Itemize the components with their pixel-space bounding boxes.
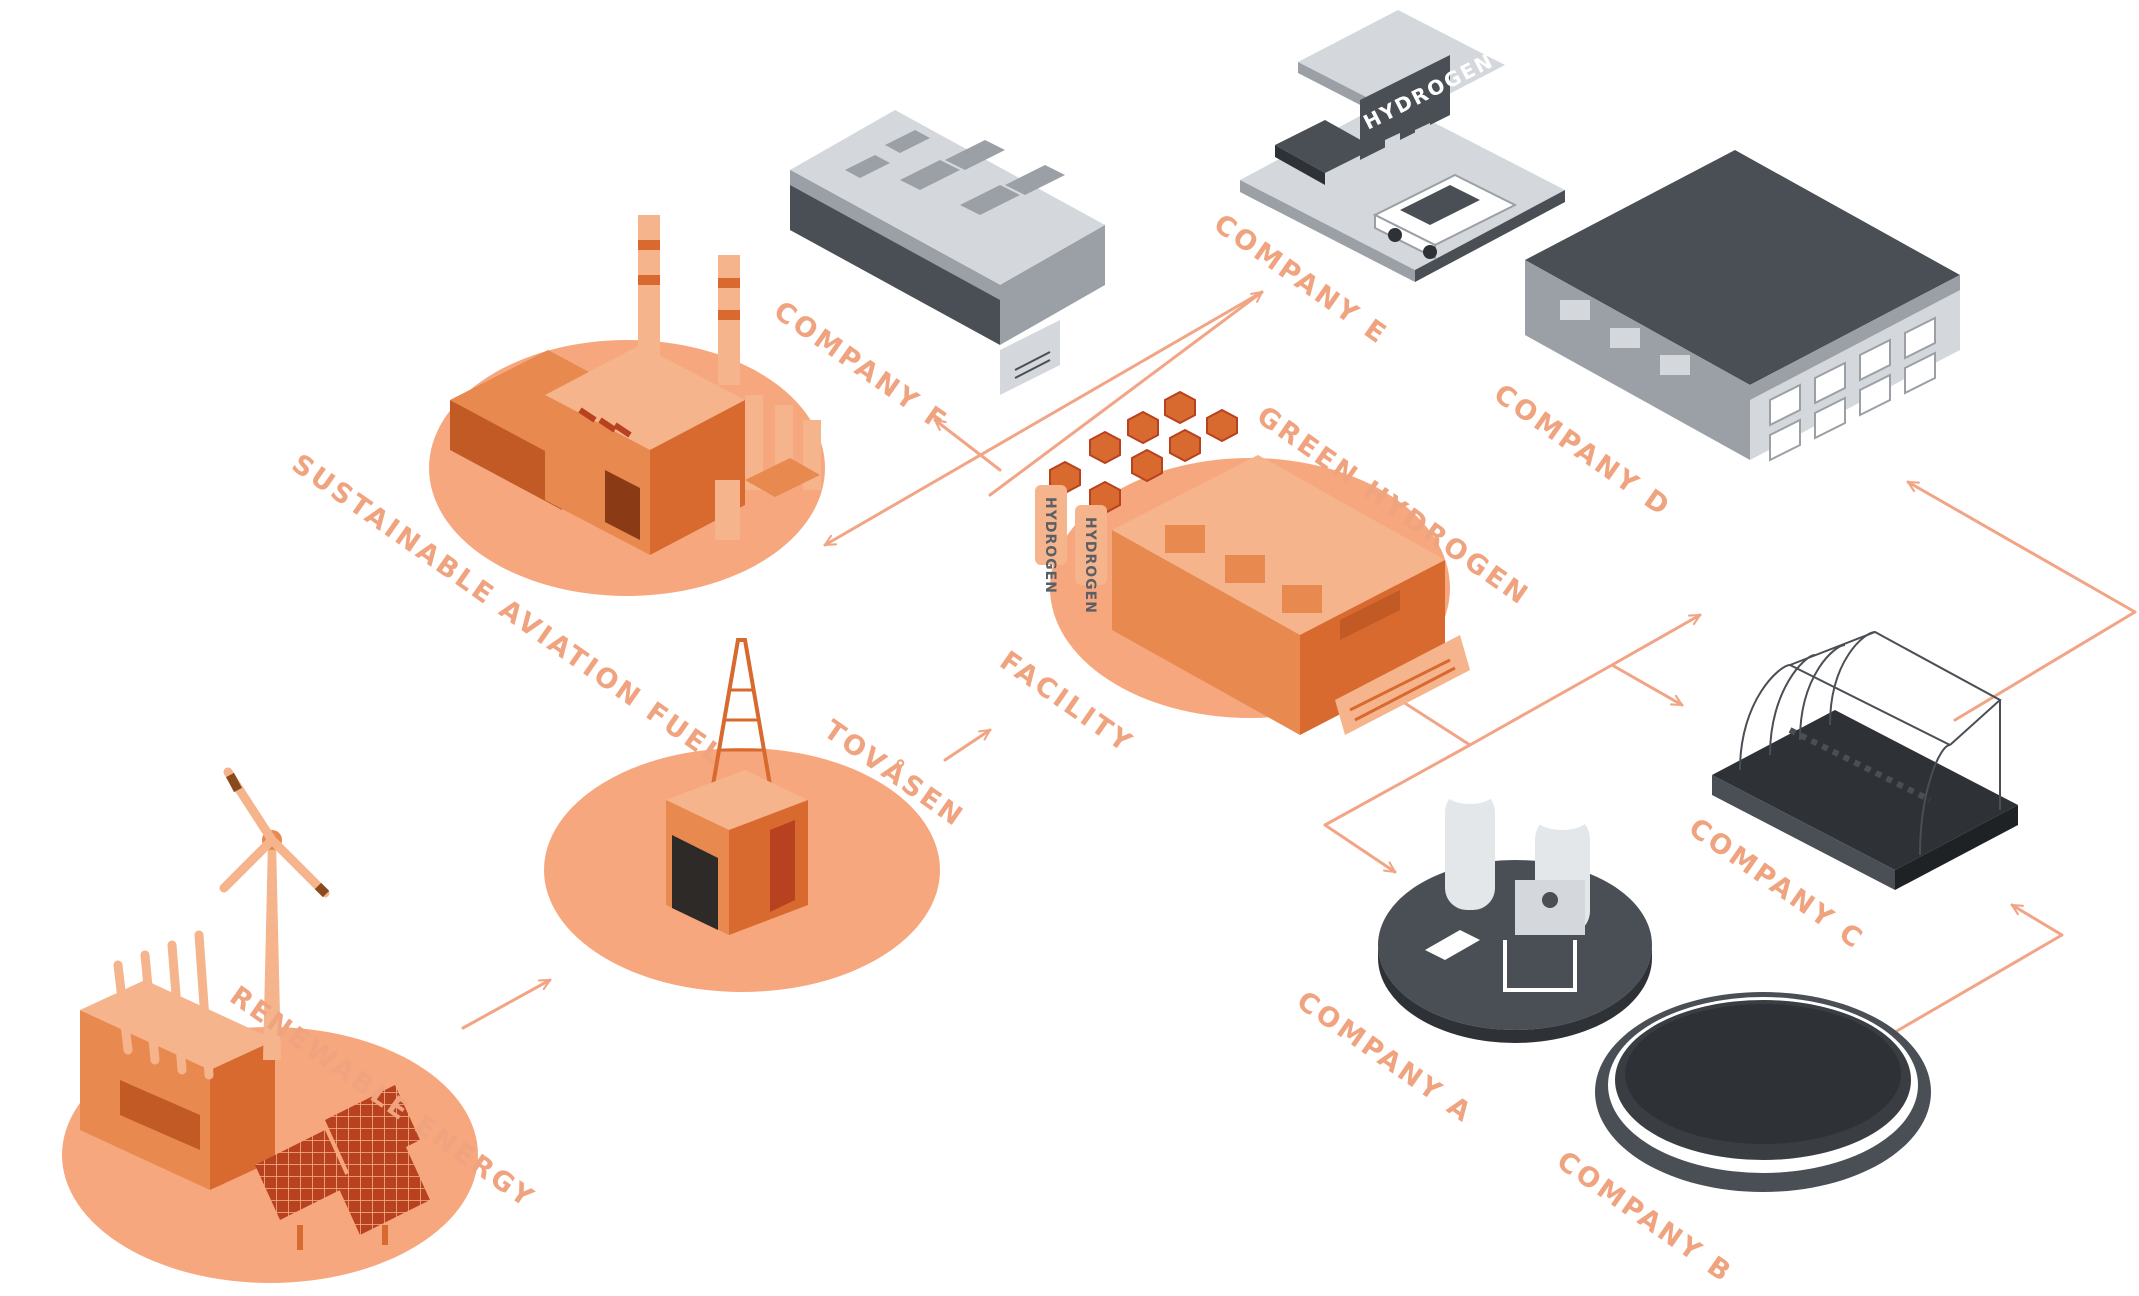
arrow-branch-to-company-c xyxy=(1468,663,1684,747)
arrow-facility-to-company-e xyxy=(988,290,1264,497)
arrow-facility-branch xyxy=(1323,698,1472,874)
hydrogen-tanks-icon: HYDROGEN HYDROGEN xyxy=(1035,390,1238,614)
company-f-building-icon xyxy=(790,110,1105,395)
substation-tower-icon xyxy=(666,638,808,935)
solar-panels-icon xyxy=(255,1085,430,1250)
arrow-tovasen-to-facility xyxy=(943,728,992,762)
company-d-warehouse-icon xyxy=(1525,150,1960,462)
company-b-pond-icon xyxy=(1595,992,1931,1192)
arrow-branch-up xyxy=(1610,613,1702,667)
company-a-site xyxy=(1378,780,1652,1043)
arrow-company-b-to-company-c xyxy=(1888,903,2064,1037)
arrow-renewable-to-tovasen xyxy=(461,978,552,1030)
tovasen-site xyxy=(544,638,940,992)
green-hydrogen-facility-site: HYDROGEN HYDROGEN xyxy=(1035,390,1470,735)
company-c-greenhouse-icon xyxy=(1712,630,2018,890)
arrow-to-sustainable-aviation-fuel xyxy=(823,290,1264,547)
renewable-energy-site xyxy=(62,767,478,1283)
white-car-icon xyxy=(1372,173,1518,260)
arrow-facility-to-company-f xyxy=(933,418,1002,472)
wind-turbine-icon xyxy=(219,767,330,1060)
hydropower-dam-icon xyxy=(80,930,275,1190)
parked-car-icon xyxy=(1275,120,1375,185)
company-e-hydrogen-station-icon: HYDROGEN xyxy=(1240,10,1565,282)
tank-hydrogen-label-2: HYDROGEN xyxy=(1082,517,1098,614)
tank-hydrogen-label: HYDROGEN xyxy=(1042,497,1058,594)
facility-building-icon xyxy=(1112,455,1470,735)
company-a-tanks-icon xyxy=(1425,780,1590,992)
arrow-company-c-to-company-d xyxy=(1906,480,2137,722)
flow-arrows xyxy=(461,290,2137,1037)
refinery-icon xyxy=(450,215,821,555)
sustainable-aviation-fuel-site xyxy=(429,215,825,596)
